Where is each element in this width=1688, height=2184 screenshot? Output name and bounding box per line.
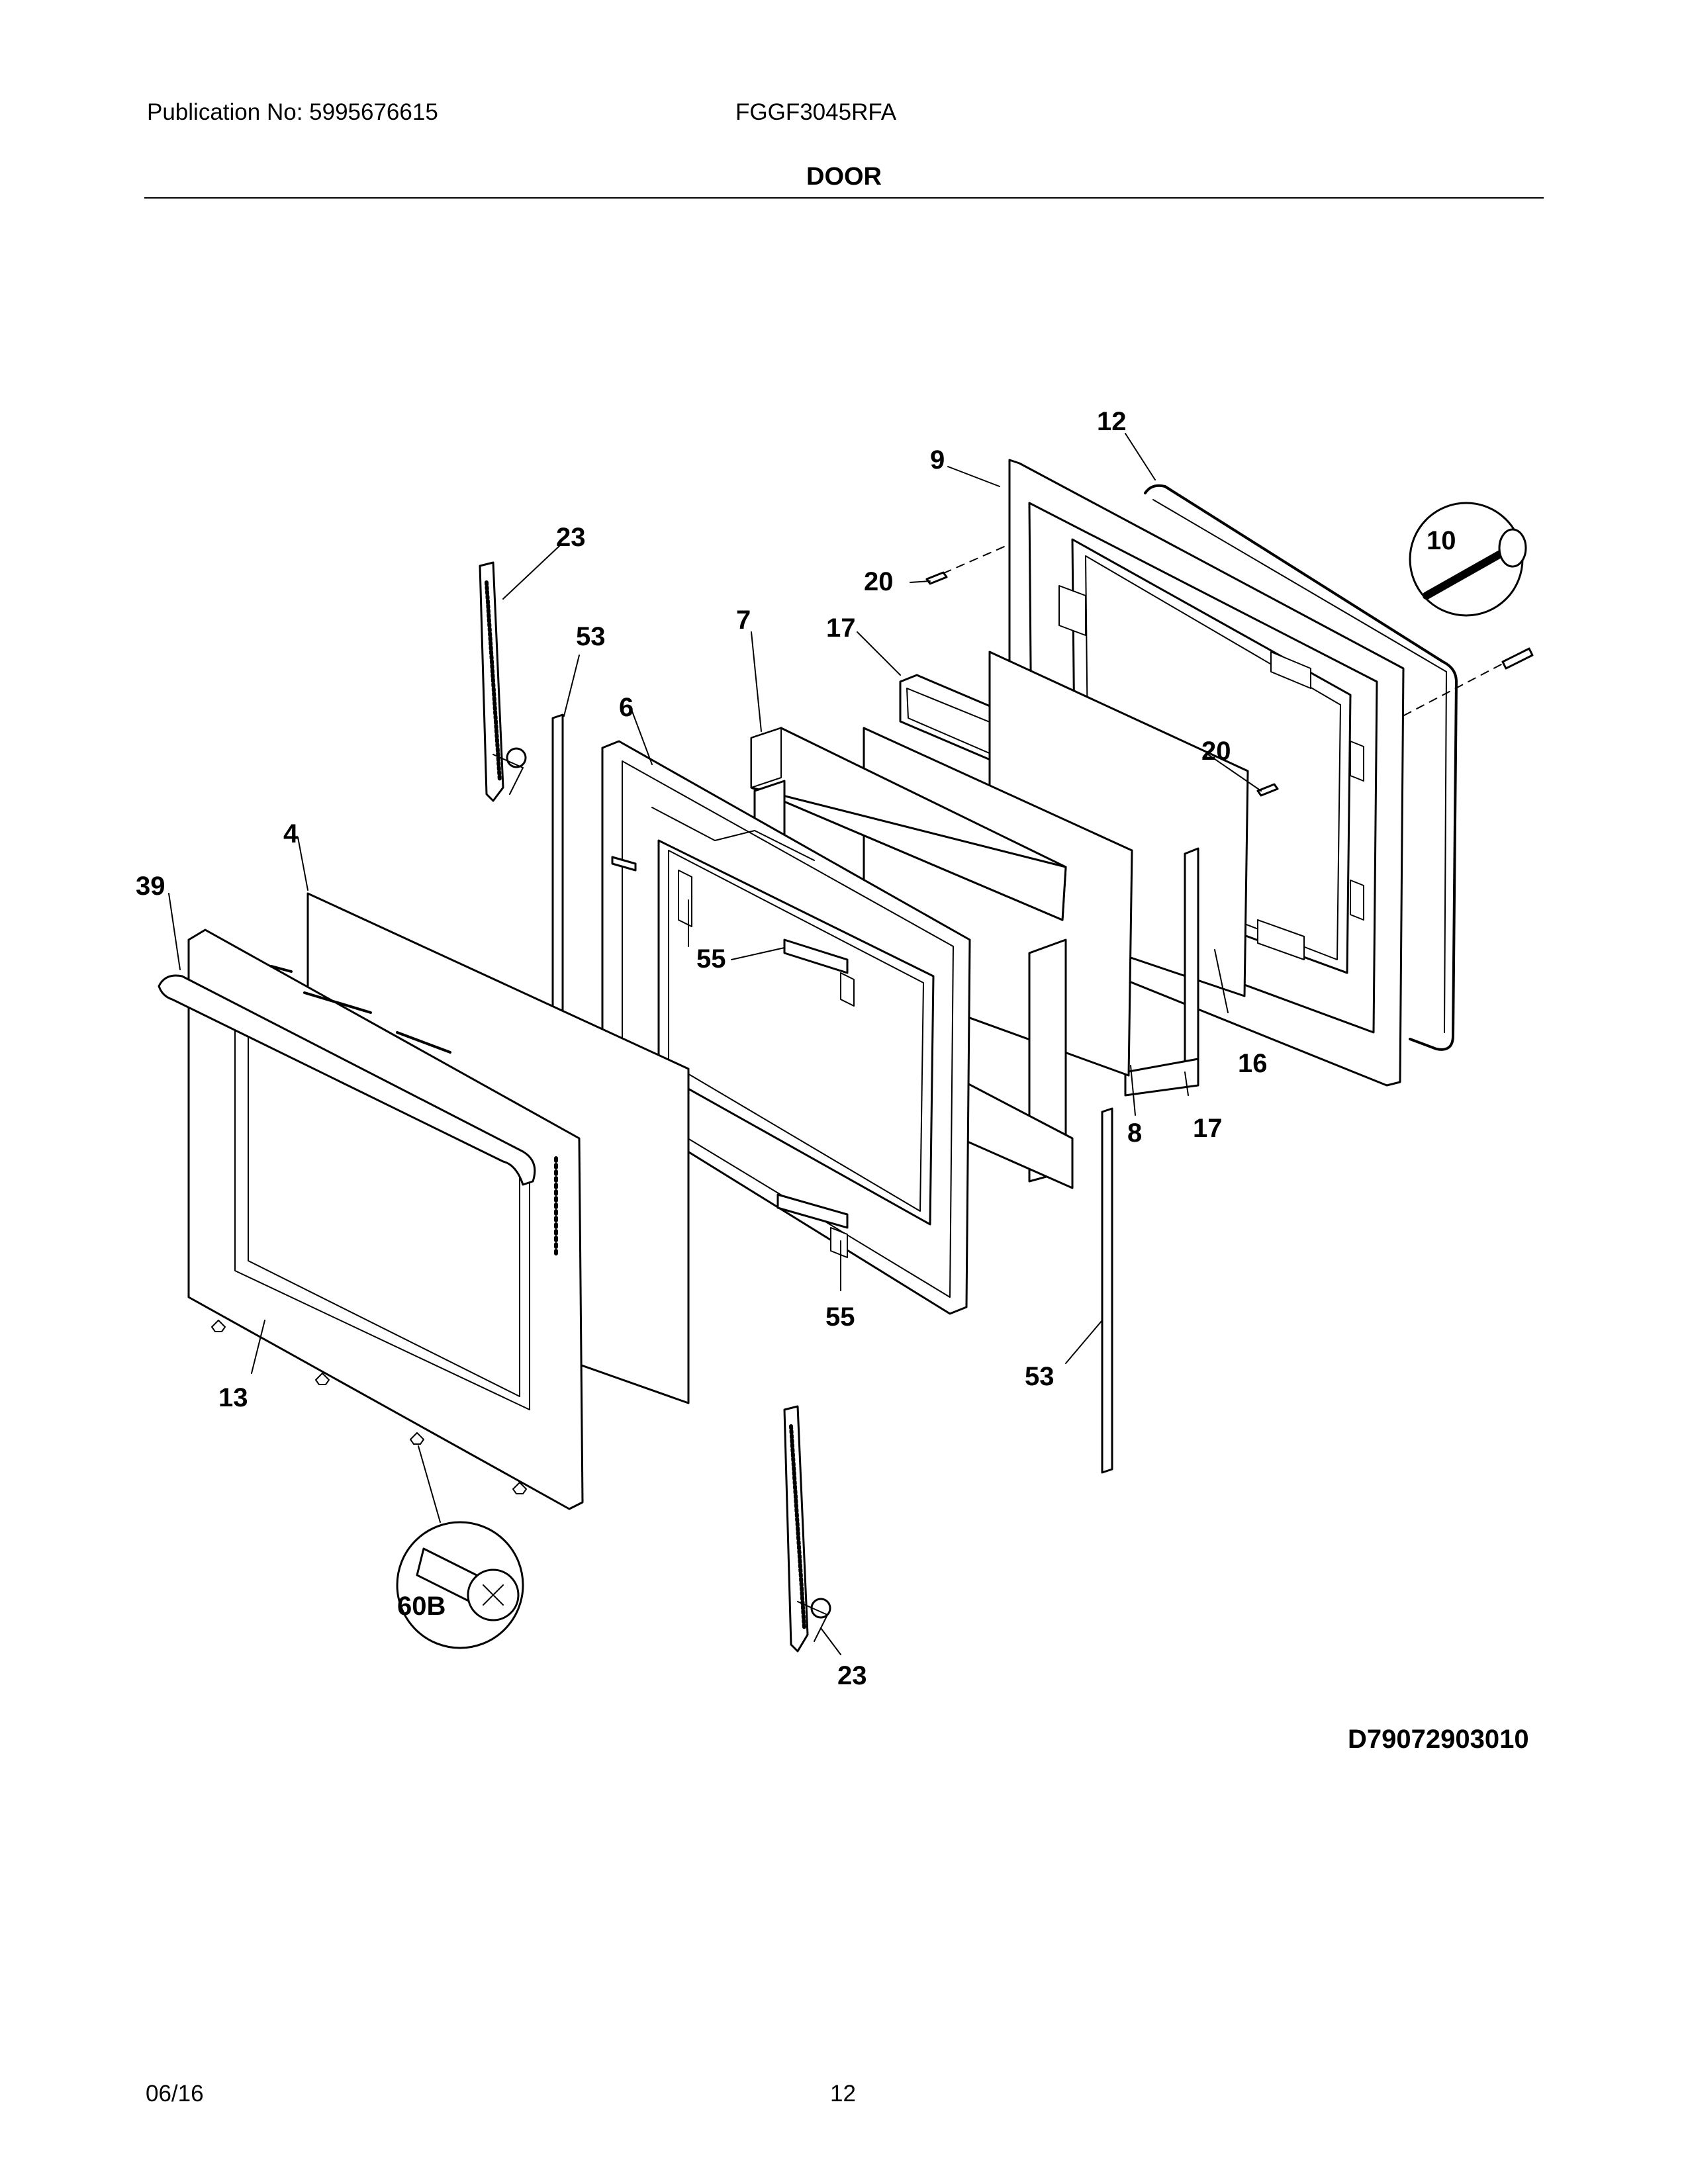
callout-8: 8 [1127,1118,1142,1148]
page-title: DOOR [806,163,882,191]
part-6-door-liner [601,740,971,1315]
callout-53-lower: 53 [1025,1362,1055,1391]
assembly-axis-line-upper [929,532,1037,580]
model-number: FGGF3045RFA [735,99,897,125]
callout-labels: 12 9 10 20 23 53 7 17 6 20 4 39 55 16 8 … [136,407,1456,1690]
part-20-pin-lower [1256,783,1279,797]
callout-60b: 60B [397,1592,445,1621]
callout-4: 4 [283,819,299,848]
callout-7: 7 [736,606,751,635]
part-55-hinge-receiver-upper [611,856,855,1007]
callout-12: 12 [1097,407,1127,436]
part-12-gasket [1144,484,1458,1051]
detail-circle-10 [1409,502,1527,617]
callout-39: 39 [136,872,165,901]
part-13-outer-door [187,929,584,1510]
callout-20-upper: 20 [864,567,894,596]
part-53-side-trim-right [1101,1107,1113,1474]
callout-20-lower: 20 [1201,737,1231,766]
part-55-hinge-receiver-lower [776,1193,849,1258]
part-17-side-retainer [1124,847,1199,1097]
page-number: 12 [830,2081,856,2107]
drawing-id: D79072903010 [1348,1725,1529,1754]
callout-23-upper: 23 [556,523,586,552]
callout-53-upper: 53 [576,622,606,651]
publication-number: Publication No: 5995676615 [147,99,438,125]
callout-16: 16 [1238,1049,1268,1078]
callout-55-upper: 55 [696,944,726,974]
part-10-screw [1501,647,1534,670]
callout-17-upper: 17 [826,614,856,643]
footer-date: 06/16 [146,2081,204,2107]
callout-10: 10 [1427,526,1456,555]
callout-9: 9 [930,445,945,475]
detail-circle-60b [396,1521,524,1649]
callout-6: 6 [619,693,633,722]
part-13-screws [211,1320,527,1494]
part-23-hinge-upper [479,561,527,802]
part-39-handle [158,974,536,1186]
part-23-hinge-lower [783,1405,831,1653]
header-rule [144,197,1544,199]
callout-23-lower: 23 [837,1661,867,1690]
part-53-side-trim-left [551,713,564,1037]
callout-55-lower: 55 [825,1302,855,1332]
callout-17-lower: 17 [1193,1114,1223,1143]
callout-13: 13 [218,1383,248,1412]
leader-lines [168,433,1262,1655]
part-20-pin-upper [925,571,948,585]
